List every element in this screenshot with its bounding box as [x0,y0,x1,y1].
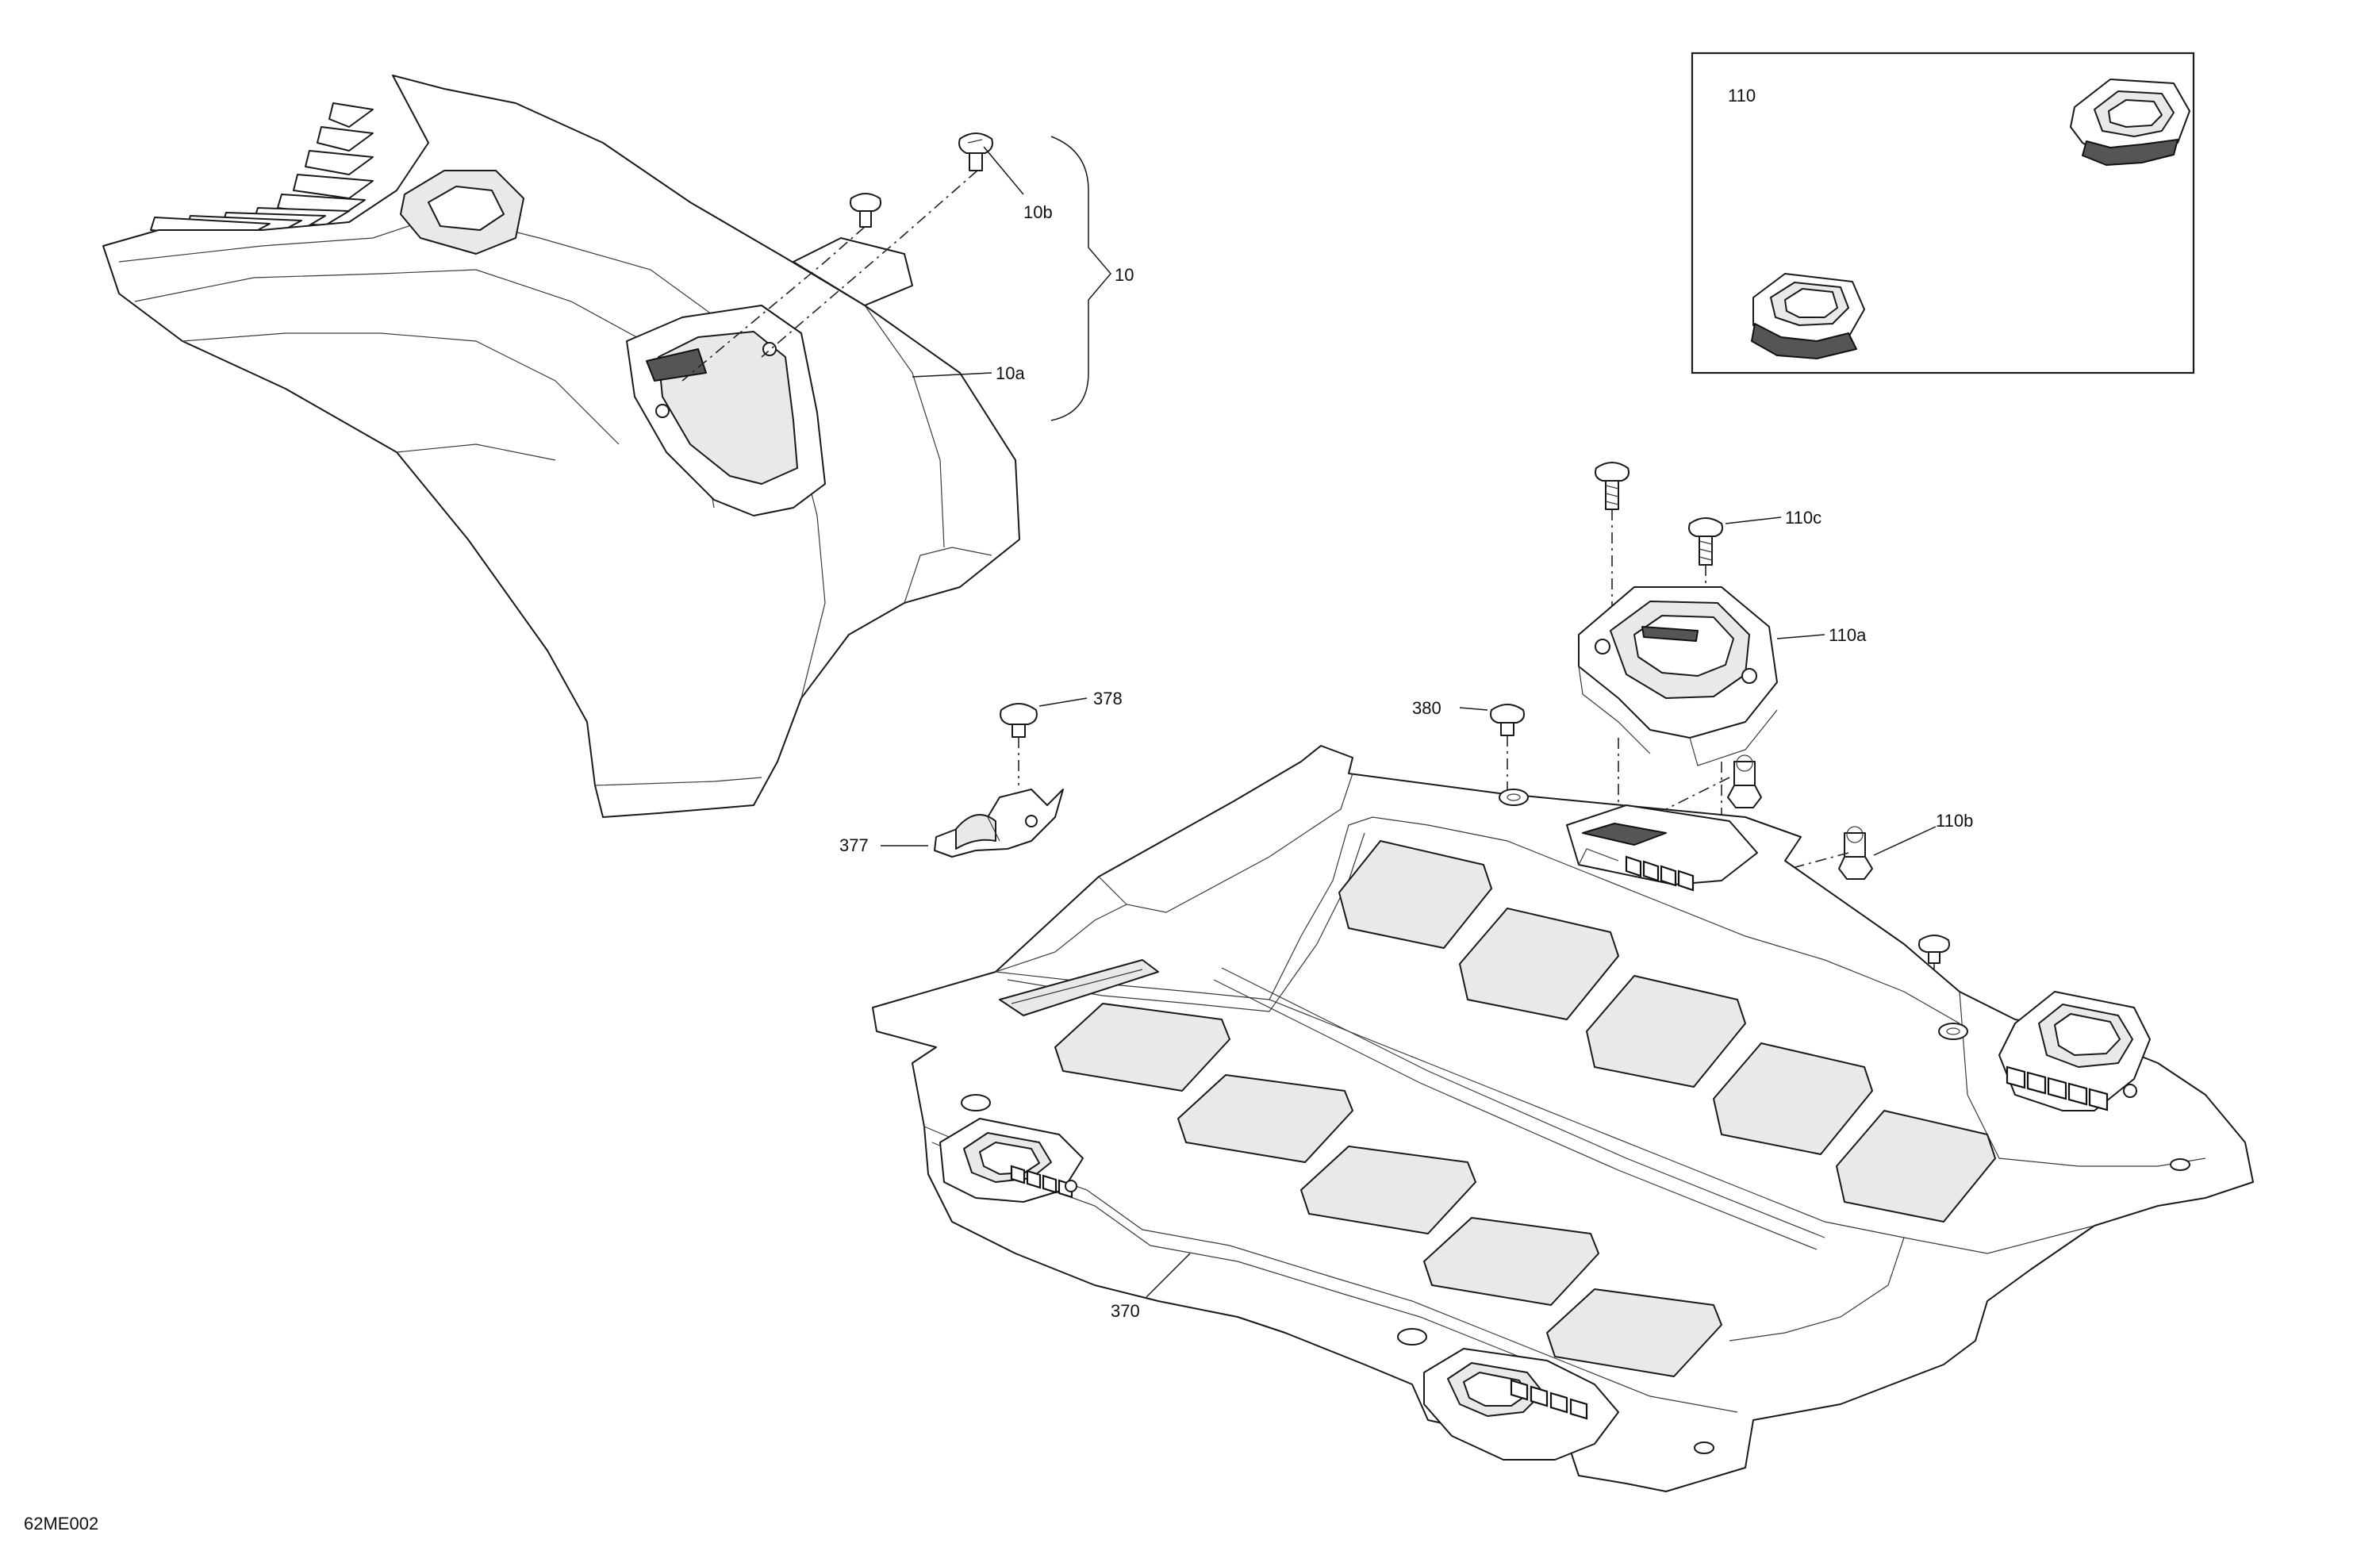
callout-377: 377 [839,835,869,855]
bolt-378 [1000,703,1038,738]
callout-10a: 10a [996,363,1025,383]
plate-handle-right [1998,991,2151,1111]
screw-10b [958,132,993,171]
inset-box-110: 110 [1691,52,2195,374]
callout-110a: 110a [1829,625,1867,645]
nut-110b-right [1838,826,1873,880]
handle-110a [1578,586,1778,766]
inset-handle-upper [2070,79,2190,166]
plate-handle-center [1566,804,1758,892]
skid-plate-370 [872,745,2254,1492]
bolt-380 [1490,704,1525,736]
seat-shell [102,75,1020,818]
bolt-right [1918,935,1950,964]
plate-handle-bottom [1423,1348,1619,1461]
skid-plate-outline [872,745,2254,1492]
callout-380: 380 [1412,698,1441,718]
seat-fins [150,102,374,237]
skid-pads-back [1338,840,1996,1223]
callout-110c: 110c [1785,508,1821,528]
callout-10b: 10b [1023,202,1053,222]
skid-pads-front [1054,1003,1722,1377]
screw-110c-right [1688,517,1723,566]
nut-110b-left [1727,754,1762,808]
screw-10b-lower [850,193,881,228]
callout-110b: 110b [1936,811,1973,831]
callout-10: 10 [1115,265,1134,285]
callout-378: 378 [1093,689,1123,708]
plate-handle-left [939,1118,1084,1203]
figure-code: 62ME002 [24,1514,98,1534]
inset-handle-lower [1751,273,1865,359]
clip-bracket-377 [934,789,1064,858]
seat-backrest-part [102,75,1020,818]
callout-110: 110 [1728,86,1756,106]
callout-370: 370 [1111,1301,1140,1321]
screw-110c-left [1595,462,1630,510]
